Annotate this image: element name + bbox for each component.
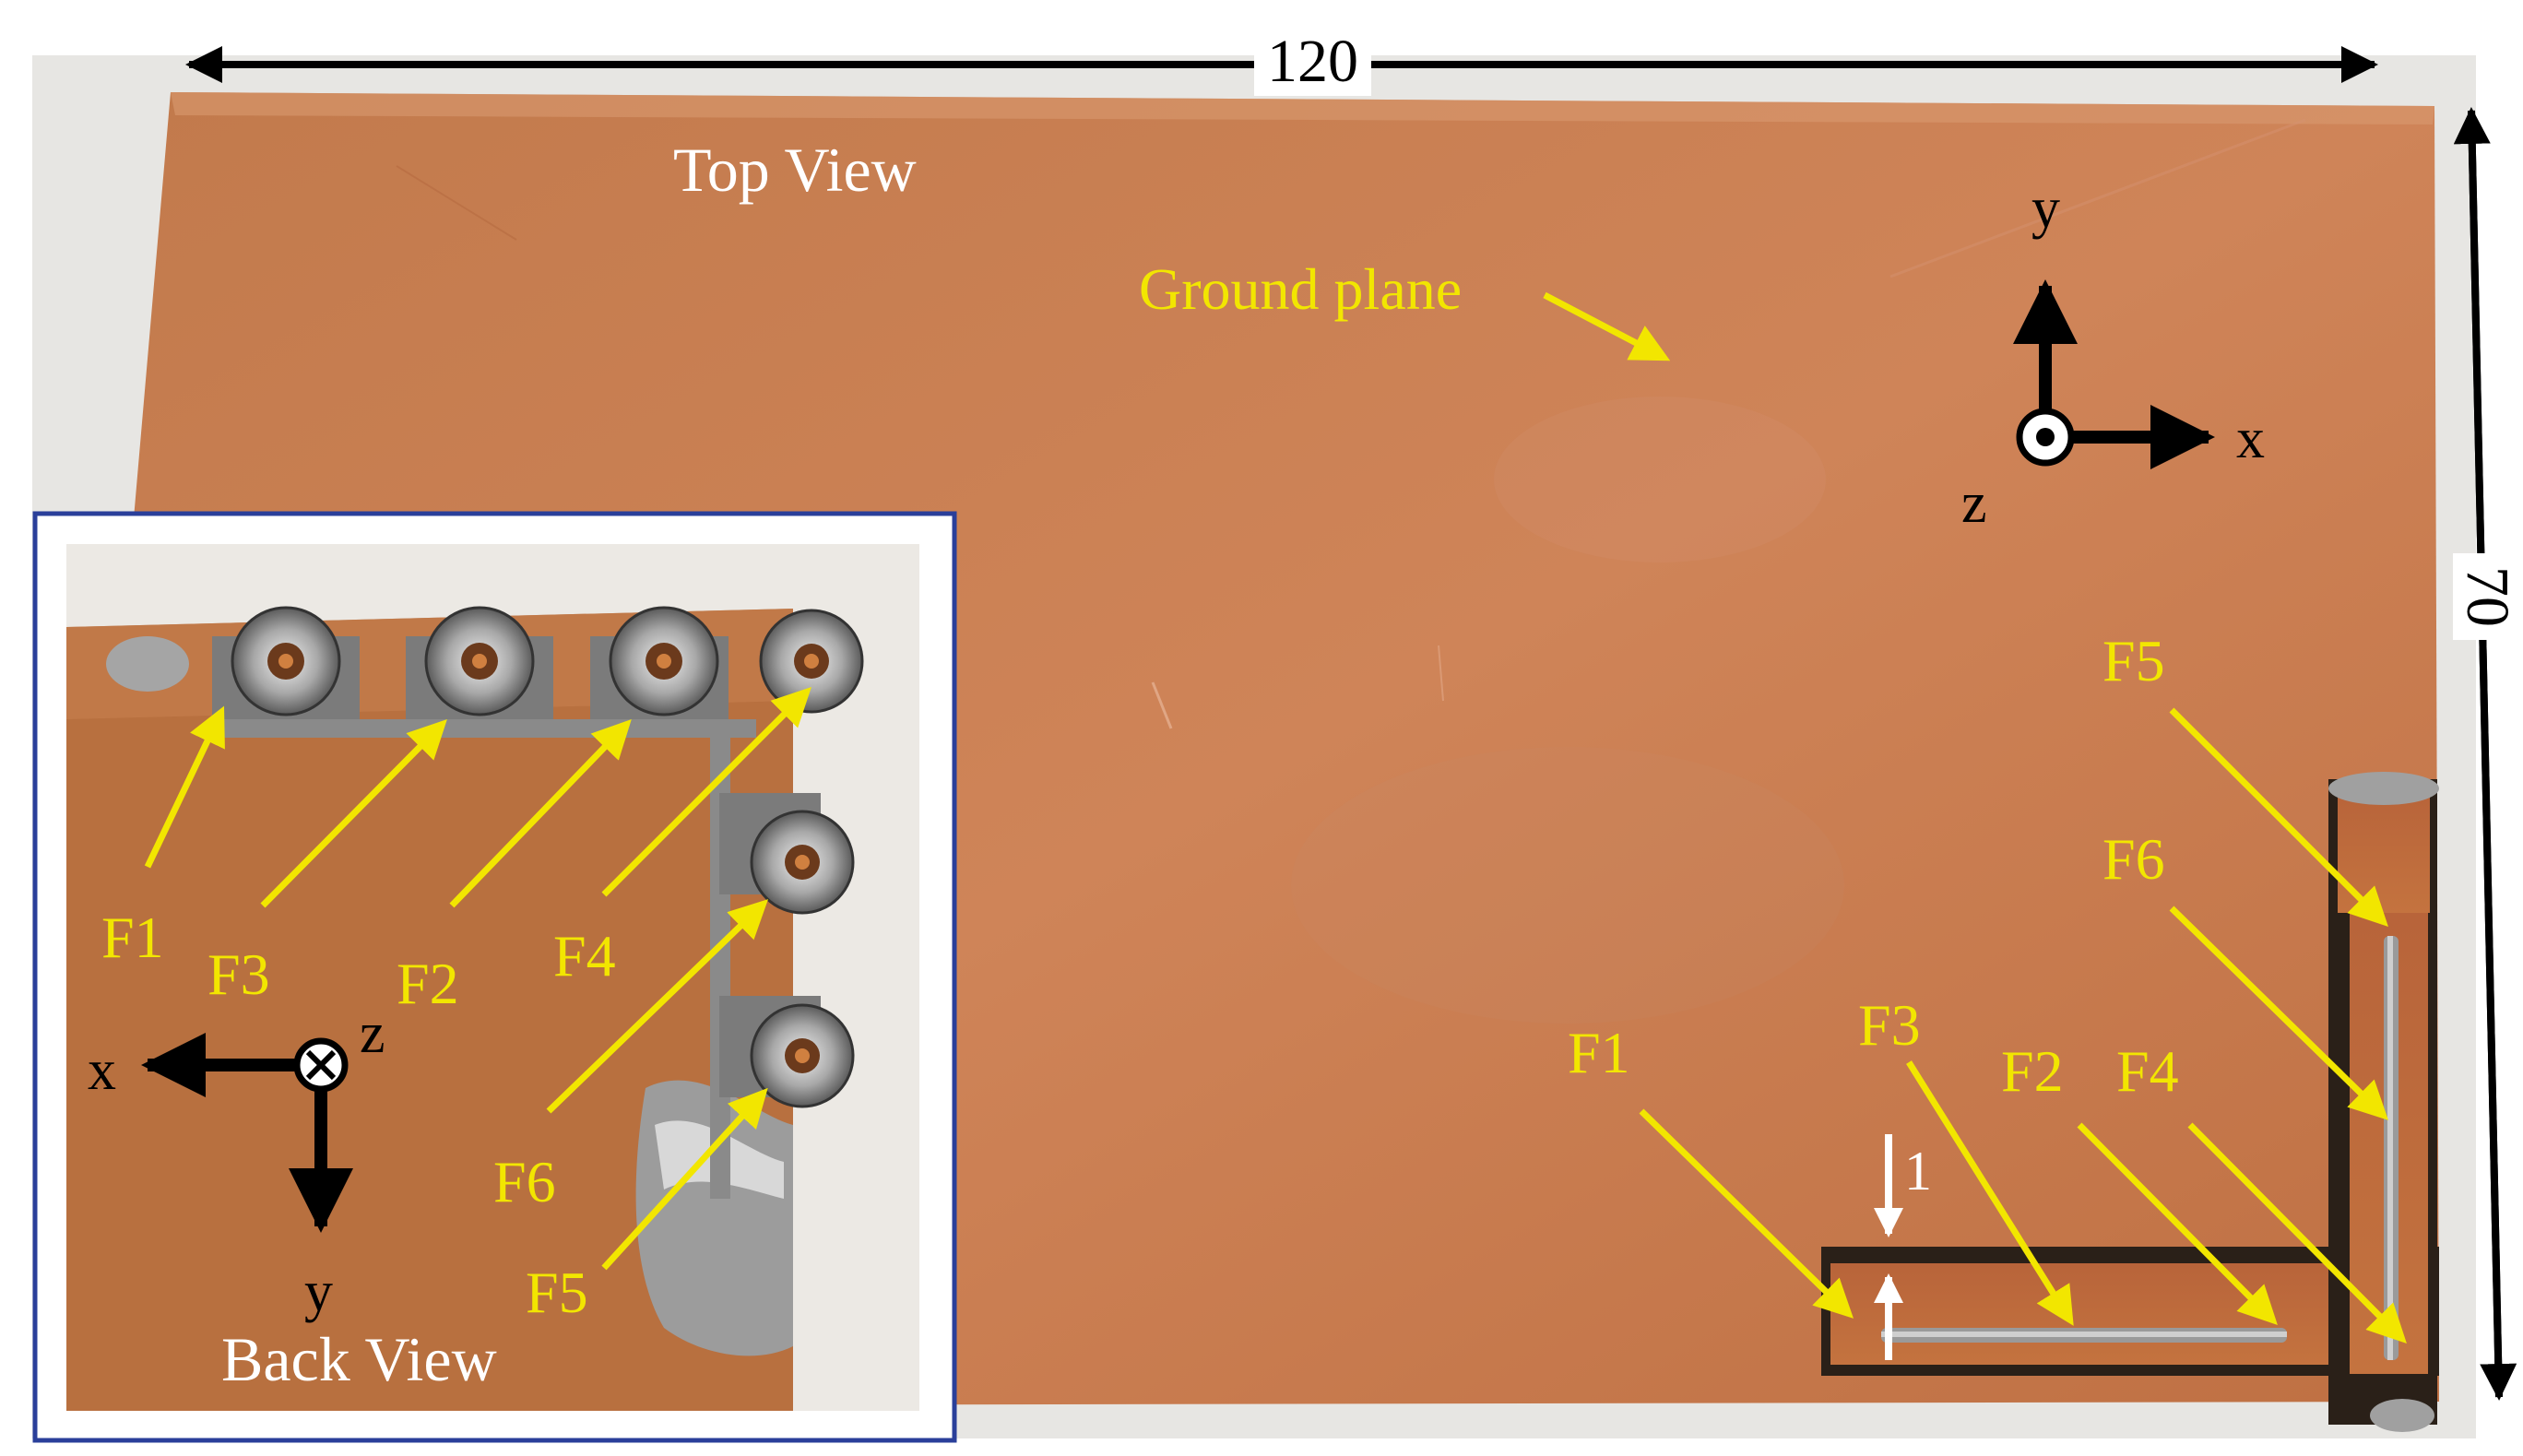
top-port-f2-label: F2 xyxy=(2001,1038,2064,1104)
gap-dimension-label: 1 xyxy=(1904,1141,1932,1201)
back-port-f3-label: F3 xyxy=(207,941,270,1007)
ground-plane-label: Ground plane xyxy=(1139,256,1463,322)
back-view-inset xyxy=(32,511,957,1443)
back-axis-x-label: x xyxy=(88,1039,116,1102)
top-axis-z-label: z xyxy=(1961,472,1987,535)
height-dimension-arrow xyxy=(2453,107,2517,1401)
top-port-f6-label: F6 xyxy=(2102,826,2165,892)
top-port-f3-label: F3 xyxy=(1858,992,1921,1058)
back-port-f5-label: F5 xyxy=(526,1260,588,1325)
width-dimension-label: 120 xyxy=(1254,28,1371,96)
antenna-strip-vertical xyxy=(2328,772,2439,1432)
back-port-f1-label: F1 xyxy=(101,905,164,970)
top-axis-x-label: x xyxy=(2236,408,2265,470)
top-port-f5-label: F5 xyxy=(2102,628,2165,693)
back-port-f4-label: F4 xyxy=(553,923,616,988)
top-port-f4-label: F4 xyxy=(2116,1038,2179,1104)
top-port-f1-label: F1 xyxy=(1568,1020,1630,1085)
height-dimension-label: 70 xyxy=(2453,553,2521,640)
top-view-pointer-arrows xyxy=(1543,291,2407,1344)
top-view-title: Top View xyxy=(673,135,917,205)
top-axis-y-label: y xyxy=(2031,177,2060,240)
back-port-f2-label: F2 xyxy=(397,951,459,1016)
back-view-title: Back View xyxy=(221,1324,497,1394)
back-port-f6-label: F6 xyxy=(493,1149,556,1214)
back-axis-z-label: z xyxy=(360,1002,385,1065)
top-view-axes xyxy=(2013,279,2215,469)
back-axis-y-label: y xyxy=(304,1261,333,1323)
